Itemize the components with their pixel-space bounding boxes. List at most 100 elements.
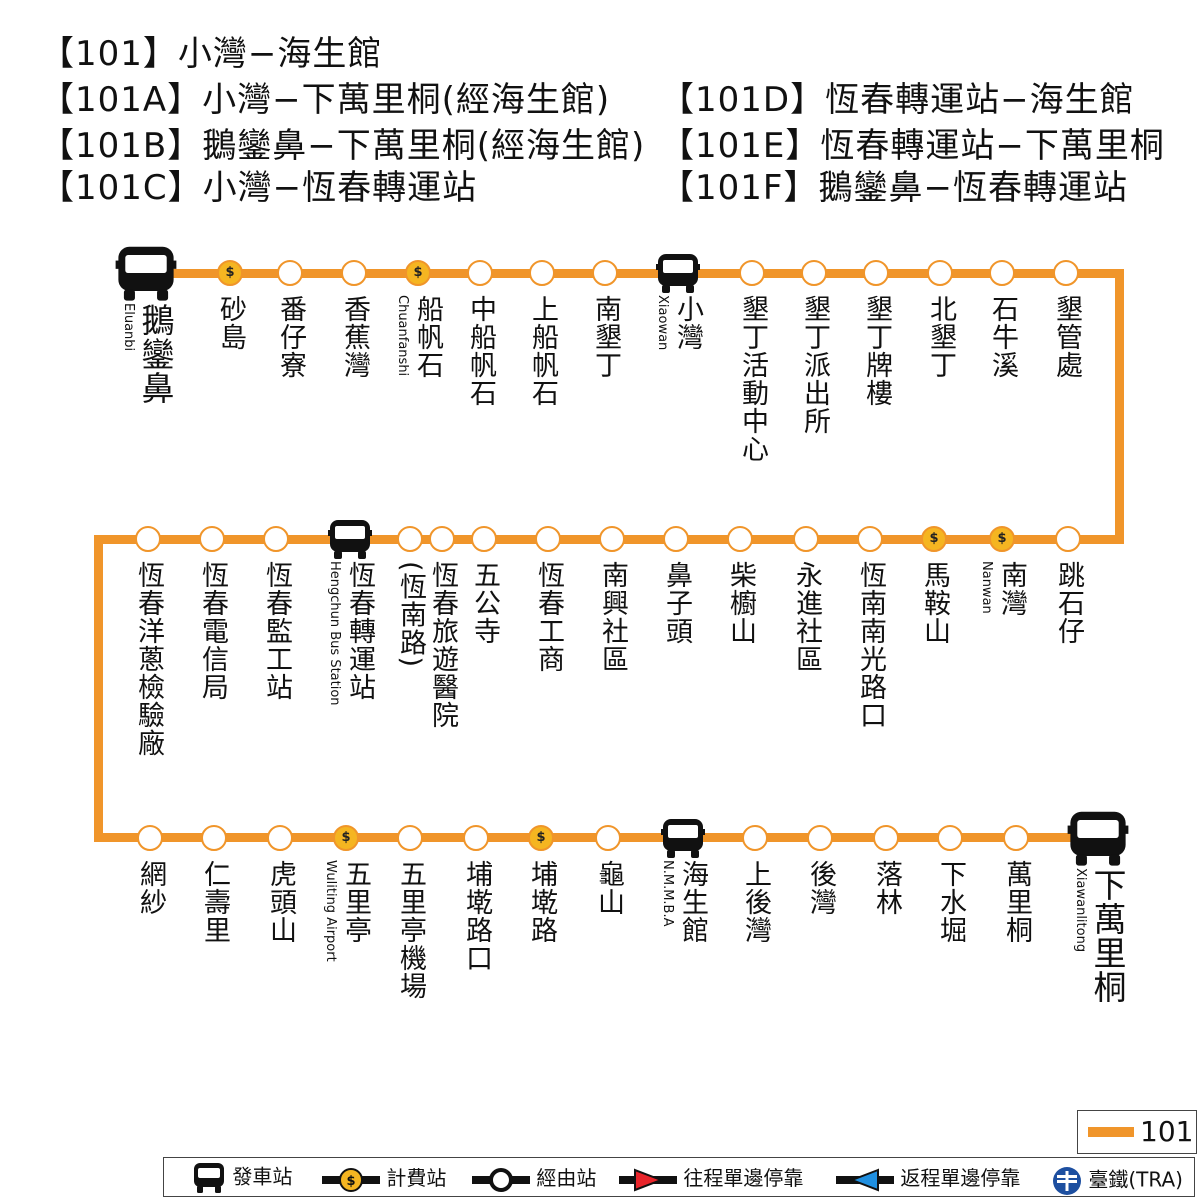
station-english-name: Chuanfanshi [395,295,410,377]
station-name: 上後灣 [740,860,771,944]
legend-start-label: 發車站 [232,1164,293,1189]
station-name: (恆南路) [395,561,426,669]
stop-marker [135,526,161,552]
outbound-arrow-icon [619,1168,677,1191]
station-name: 五里亭機場 [395,860,426,1000]
bus-icon [656,252,700,298]
fare-stop-icon: $ [989,526,1015,552]
route-line-row1 [150,269,1124,278]
station-name: 馬鞍山 [919,561,950,645]
station-name: 香蕉灣 [339,295,370,379]
bus-icon [194,1163,224,1193]
station-name: 墾管處 [1051,295,1082,379]
station-name: 海生館 [677,860,708,944]
station-english-name: Wuliting Airport [323,860,338,962]
route-key: 101 [1077,1110,1197,1154]
station-name: 五里亭 [340,860,371,944]
bus-icon [115,244,177,306]
station-name: 南灣 [996,561,1027,617]
station-name: 永進社區 [791,561,822,673]
station-name: 墾丁活動中心 [737,295,768,463]
stop-marker [1055,526,1081,552]
route-key-swatch [1088,1127,1134,1137]
station-name: 恆春旅遊醫院 [427,561,458,729]
svg-text:$: $ [346,1174,355,1189]
bus-icon [661,817,705,863]
station-name: 恆春洋蔥檢驗廠 [133,561,164,757]
station-name: 南墾丁 [590,295,621,379]
station-name: 墾丁派出所 [799,295,830,435]
legend-inbound: 返程單邊停靠 [836,1166,1020,1192]
station-name: 虎頭山 [265,860,296,944]
station-name: 恆春電信局 [197,561,228,701]
fare-stop-icon: $ [921,526,947,552]
station-name: 仁壽里 [199,860,230,944]
station-name: 龜山 [593,860,624,916]
route-title-101c: 【101C】小灣−恆春轉運站 [40,168,478,208]
station-name: 落林 [871,860,902,916]
stop-marker [263,526,289,552]
legend: 發車站 $ 計費站 經由站 往程單邊停靠 返程單邊停靠 [163,1157,1195,1197]
fare-stop-icon: $ [333,825,359,851]
stop-marker [471,526,497,552]
stop-marker [535,526,561,552]
stop-marker [397,526,423,552]
fare-stop-icon: $ [217,260,243,286]
station-english-name: Xiaowan [655,295,670,351]
station-name: 下萬里桐 [1088,868,1127,1004]
legend-via: 經由站 [472,1166,596,1192]
route-line-left-connector [94,535,103,842]
stop-marker [937,825,963,851]
stop-marker [341,260,367,286]
stop-marker [429,526,455,552]
station-name: 跳石仔 [1053,561,1084,645]
station-english-name: Hengchun Bus Station [327,561,342,706]
stop-marker [592,260,618,286]
stop-marker [793,526,819,552]
legend-fare: $ 計費站 [322,1166,446,1192]
route-key-label: 101 [1140,1115,1194,1148]
station-name: 柴櫥山 [725,561,756,645]
legend-via-label: 經由站 [536,1166,597,1190]
route-title-101b: 【101B】鵝鑾鼻−下萬里桐(經海生館) [40,126,646,166]
inbound-arrow-icon [836,1168,894,1191]
stop-marker [663,526,689,552]
stop-marker [463,825,489,851]
station-name: 北墾丁 [925,295,956,379]
station-english-name: N.M.M.B.A [660,860,675,927]
stop-marker [595,825,621,851]
legend-outbound: 往程單邊停靠 [619,1166,803,1192]
station-name: 上船帆石 [527,295,558,407]
stop-marker [927,260,953,286]
station-name: 萬里桐 [1001,860,1032,944]
stop-marker [467,260,493,286]
station-name: 中船帆石 [465,295,496,407]
station-name: 下水堀 [935,860,966,944]
bus-icon [328,518,372,564]
fare-stop-icon: $ [528,825,554,851]
bus-icon [1067,809,1129,871]
legend-outbound-label: 往程單邊停靠 [683,1166,804,1190]
stop-marker [199,526,225,552]
legend-inbound-label: 返程單邊停靠 [900,1166,1021,1190]
legend-fare-label: 計費站 [386,1166,447,1190]
station-name: 後灣 [805,860,836,916]
station-name: 埔墘路口 [461,860,492,972]
station-name: 墾丁牌樓 [861,295,892,407]
route-title-101f: 【101F】鵝鑾鼻−恆春轉運站 [660,168,1128,208]
route-line-right-connector [1115,269,1124,544]
via-stop-icon [472,1167,530,1192]
station-name: 船帆石 [412,295,443,379]
stop-marker [1003,825,1029,851]
stop-marker [863,260,889,286]
stop-marker [201,825,227,851]
stop-marker [873,825,899,851]
station-name: 小灣 [672,295,703,351]
fare-stop-icon: $ [405,260,431,286]
station-name: 恆南南光路口 [855,561,886,729]
stop-marker [807,825,833,851]
stop-marker [857,526,883,552]
station-name: 番仔寮 [275,295,306,379]
stop-marker [989,260,1015,286]
stop-marker [397,825,423,851]
